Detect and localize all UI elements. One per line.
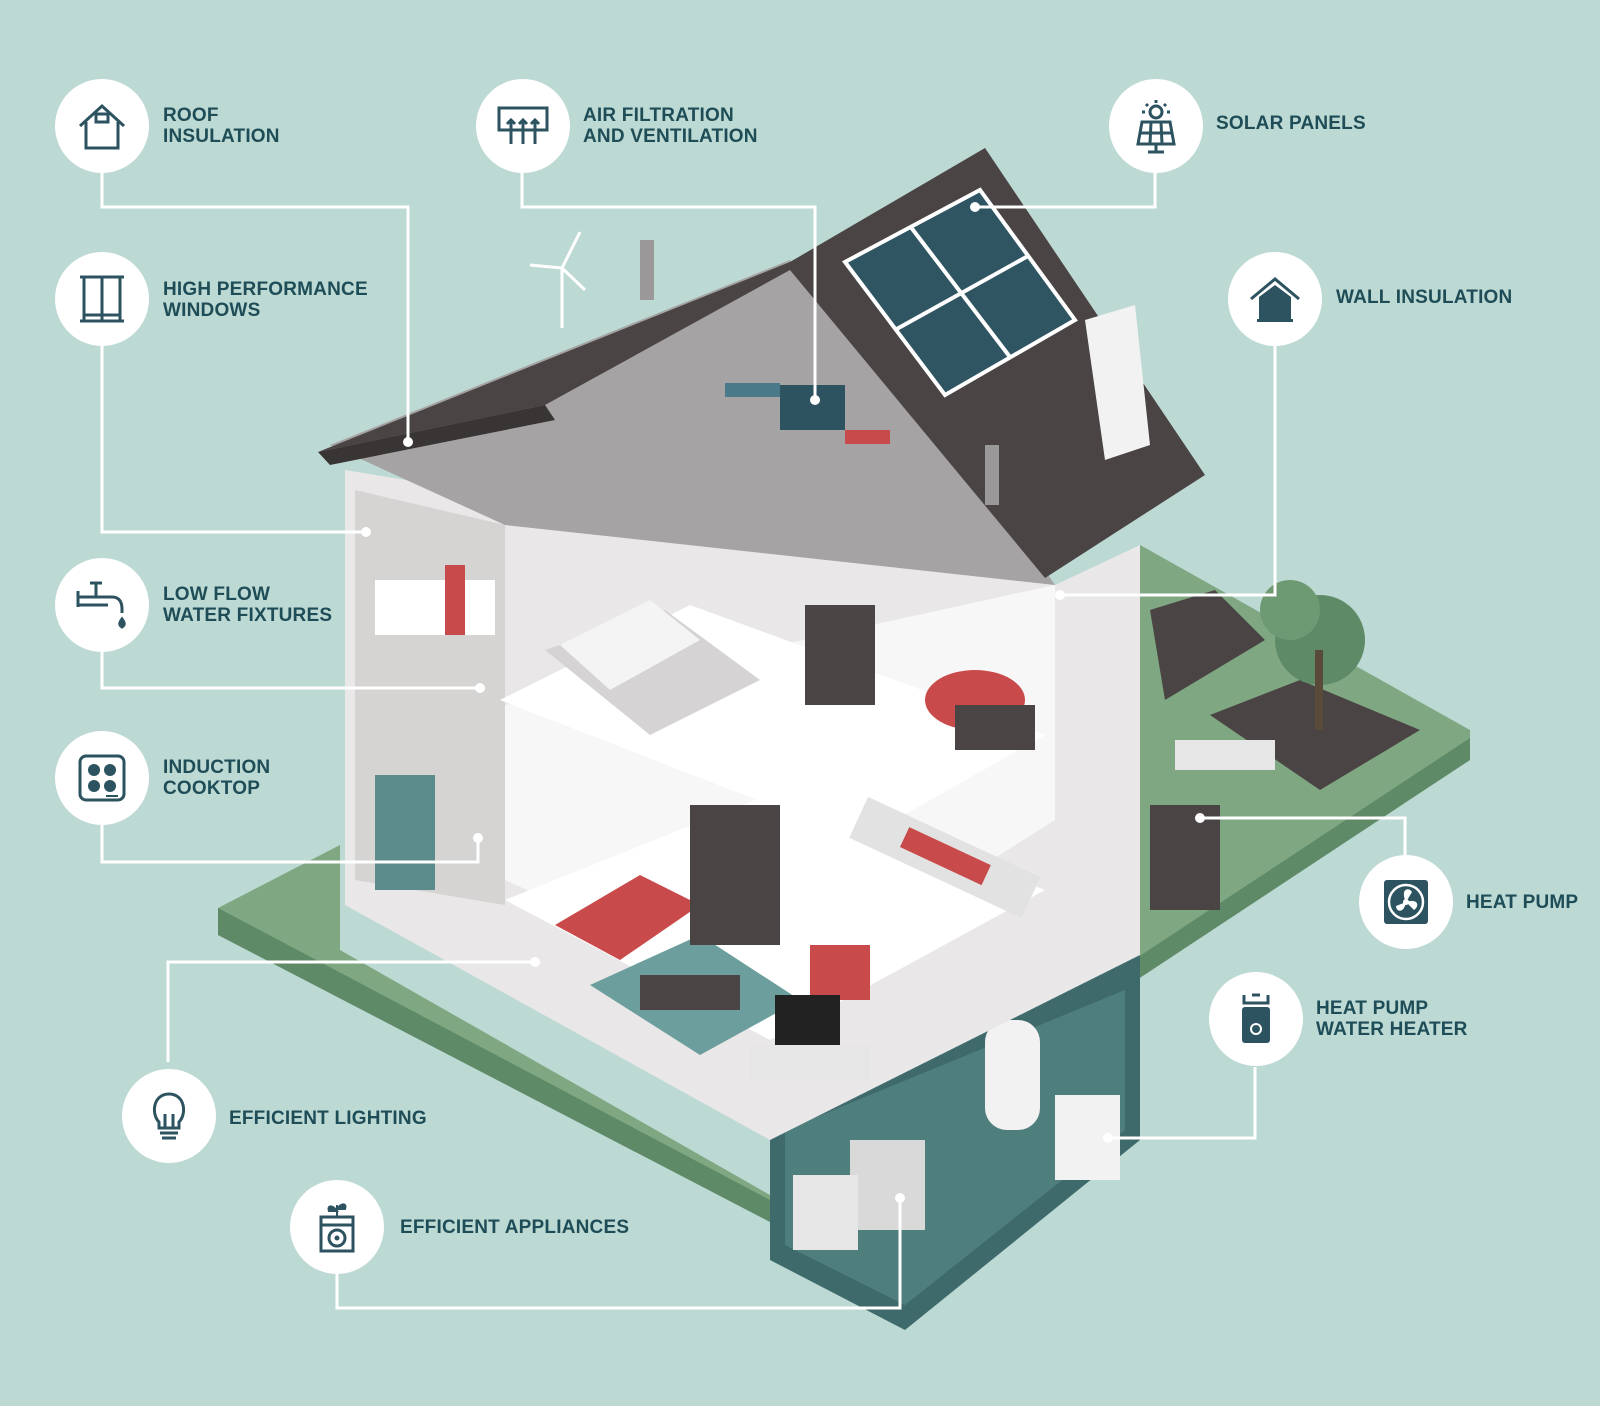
light-bulb-icon [122, 1069, 216, 1163]
window-icon [55, 252, 149, 346]
leader-heat-pump-water-heater [1108, 1067, 1257, 1140]
label-heat-pump-water-heater-2: WATER HEATER [1316, 1019, 1468, 1040]
label-efficient-appliances: EFFICIENT APPLIANCES [400, 1217, 630, 1238]
lawn [218, 545, 1470, 1210]
leader-efficient-lighting [166, 960, 535, 1062]
solar-panel-icon [1109, 79, 1203, 173]
leader-heat-pump [1200, 816, 1407, 860]
faucet-icon [55, 558, 149, 652]
leader-roof-insulation [100, 172, 410, 442]
washing-machine-icon [290, 1180, 384, 1274]
label-air-filtration-1: AIR FILTRATION [583, 105, 734, 126]
label-roof-insulation-1: ROOF [163, 105, 219, 126]
label-windows-2: WINDOWS [163, 300, 261, 321]
label-water-fixtures-1: LOW FLOW [163, 584, 271, 605]
leader-induction-cooktop [100, 825, 480, 864]
attic [330, 260, 1055, 585]
label-heat-pump-water-heater-1: HEAT PUMP [1316, 998, 1429, 1019]
label-water-fixtures-2: WATER FIXTURES [163, 605, 333, 626]
label-windows-1: HIGH PERFORMANCE [163, 279, 368, 300]
leader-wall-insulation [1060, 345, 1277, 597]
label-induction-cooktop-1: INDUCTION [163, 757, 271, 778]
label-air-filtration-2: AND VENTILATION [583, 126, 758, 147]
air-vent-icon [476, 79, 570, 173]
house-outline-icon [55, 79, 149, 173]
label-heat-pump: HEAT PUMP [1466, 892, 1579, 913]
cooktop-icon [55, 731, 149, 825]
house-filled-icon [1228, 252, 1322, 346]
leader-solar-panels [975, 172, 1157, 209]
leader-efficient-appliances [335, 1198, 902, 1310]
label-roof-insulation-2: INSULATION [163, 126, 280, 147]
leader-windows [100, 345, 366, 534]
label-efficient-lighting: EFFICIENT LIGHTING [229, 1108, 427, 1129]
fan-icon [1359, 855, 1453, 949]
label-induction-cooktop-2: COOKTOP [163, 778, 261, 799]
leader-water-fixtures [100, 652, 480, 690]
water-heater-icon [1209, 972, 1303, 1066]
leader-air-filtration [520, 172, 817, 400]
label-wall-insulation: WALL INSULATION [1336, 287, 1513, 308]
label-solar-panels: SOLAR PANELS [1216, 113, 1366, 134]
